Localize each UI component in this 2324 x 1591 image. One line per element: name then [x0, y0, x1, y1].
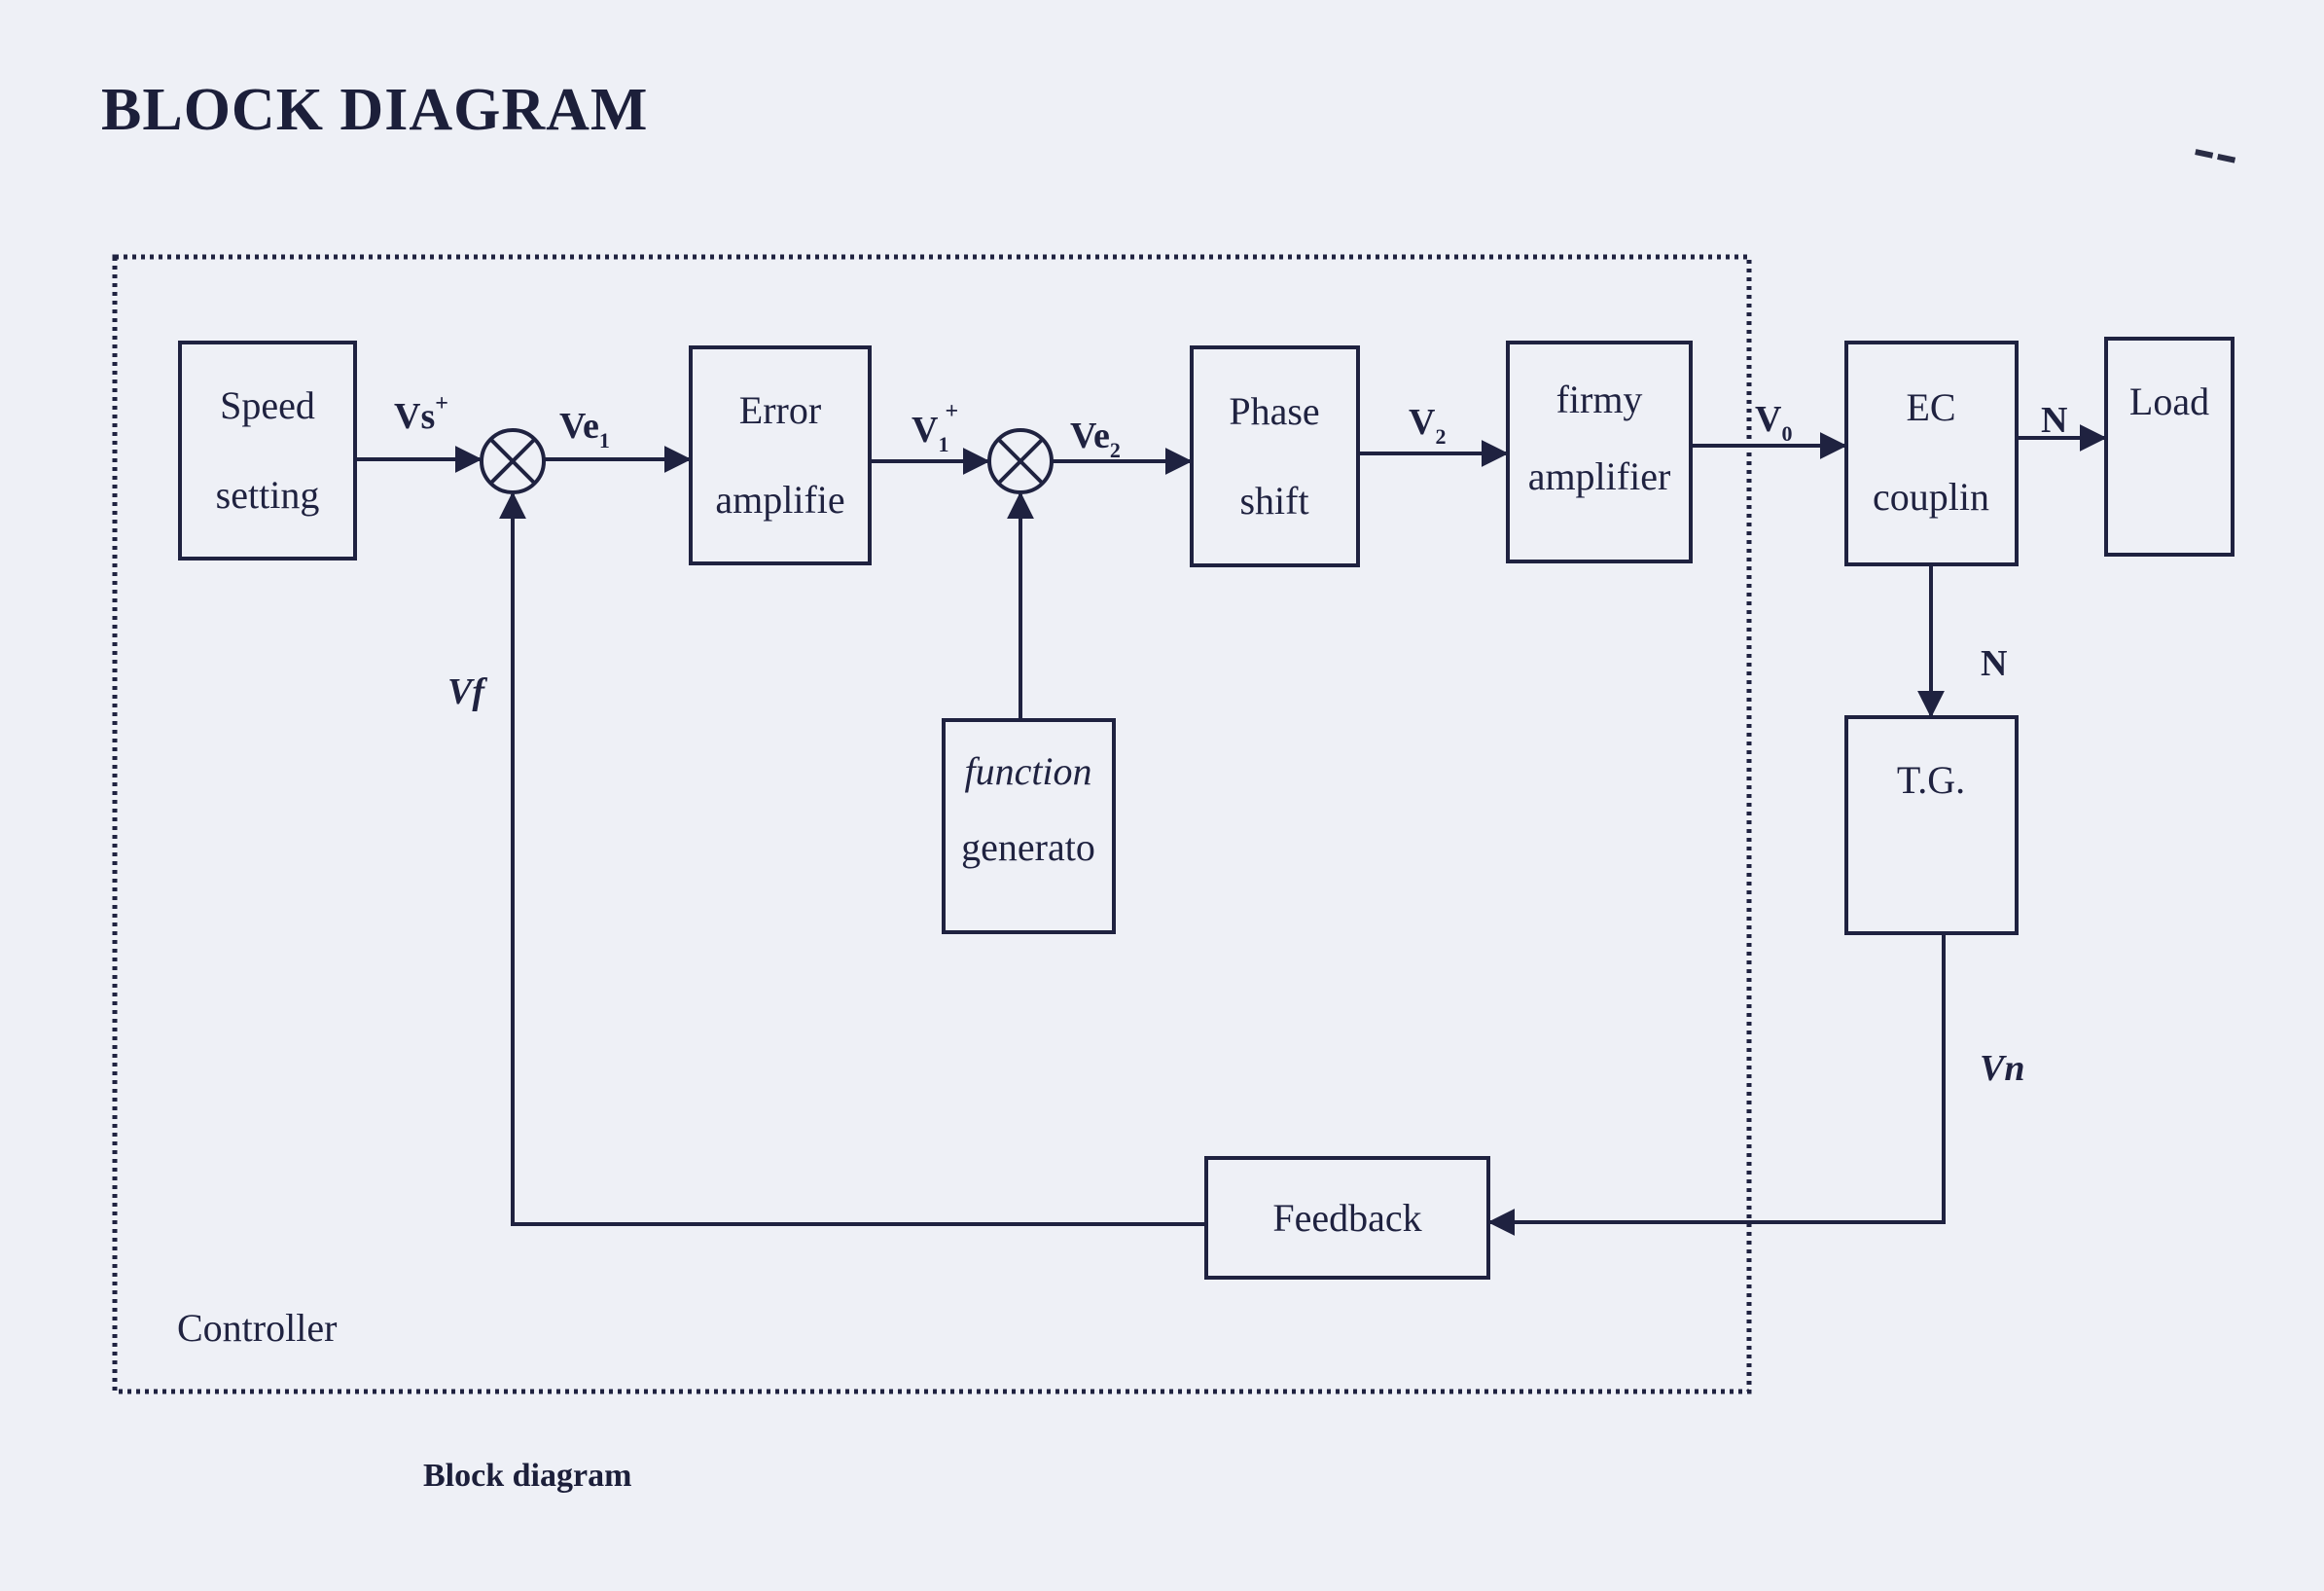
phase-shift-line1: Phase: [1229, 389, 1319, 433]
signal-ve1: Ve1: [559, 406, 610, 452]
signal-v1: V1+: [912, 399, 958, 456]
function-generator-block[interactable]: function generato: [942, 718, 1116, 934]
tacho-generator-label: T.G.: [1897, 758, 1965, 802]
error-amplifier-block[interactable]: Error amplifie: [689, 345, 872, 565]
ec-coupling-line1: EC: [1906, 385, 1955, 429]
controller-label: Controller: [177, 1306, 337, 1350]
speed-setting-line1: Speed: [220, 383, 315, 427]
signal-v2: V2: [1409, 402, 1446, 449]
firing-amplifier-line2: amplifier: [1528, 454, 1671, 498]
feedback-label: Feedback: [1272, 1196, 1421, 1240]
wire-vn: [1487, 933, 1946, 1236]
figure-caption: Block diagram: [423, 1458, 632, 1494]
controller-region: [112, 254, 1752, 1394]
wire-vf: [499, 491, 1206, 1226]
signal-n-load: N: [2041, 400, 2067, 441]
speed-setting-block[interactable]: Speed setting: [178, 341, 357, 560]
ec-coupling-block[interactable]: EC couplin: [1844, 341, 2019, 566]
signal-ve2: Ve2: [1070, 416, 1121, 462]
summing-junction-2: [987, 428, 1054, 494]
load-block[interactable]: Load: [2104, 337, 2235, 557]
error-amplifier-line1: Error: [739, 388, 821, 432]
ec-coupling-line2: couplin: [1873, 475, 1989, 519]
signal-v0: V0: [1755, 399, 1792, 446]
signal-vn: Vn: [1980, 1048, 2024, 1089]
phase-shift-line2: shift: [1239, 479, 1308, 523]
phase-shift-block[interactable]: Phase shift: [1190, 345, 1360, 567]
firing-amplifier-block[interactable]: firmy amplifier: [1506, 341, 1693, 563]
page-title: BLOCK DIAGRAM: [101, 77, 649, 143]
speed-setting-line2: setting: [216, 473, 320, 517]
load-label: Load: [2129, 380, 2209, 423]
feedback-block[interactable]: Feedback: [1204, 1156, 1490, 1280]
summing-junction-1: [480, 428, 546, 494]
firing-amplifier-line1: firmy: [1556, 378, 1643, 421]
signal-n-tg: N: [1981, 643, 2007, 684]
tacho-generator-block[interactable]: T.G.: [1844, 715, 2019, 935]
function-generator-line2: generato: [961, 825, 1095, 869]
error-amplifier-line2: amplifie: [715, 478, 844, 522]
signal-vs: Vs+: [394, 391, 448, 437]
function-generator-line1: function: [964, 749, 1091, 793]
signal-vf: Vf: [447, 671, 487, 712]
